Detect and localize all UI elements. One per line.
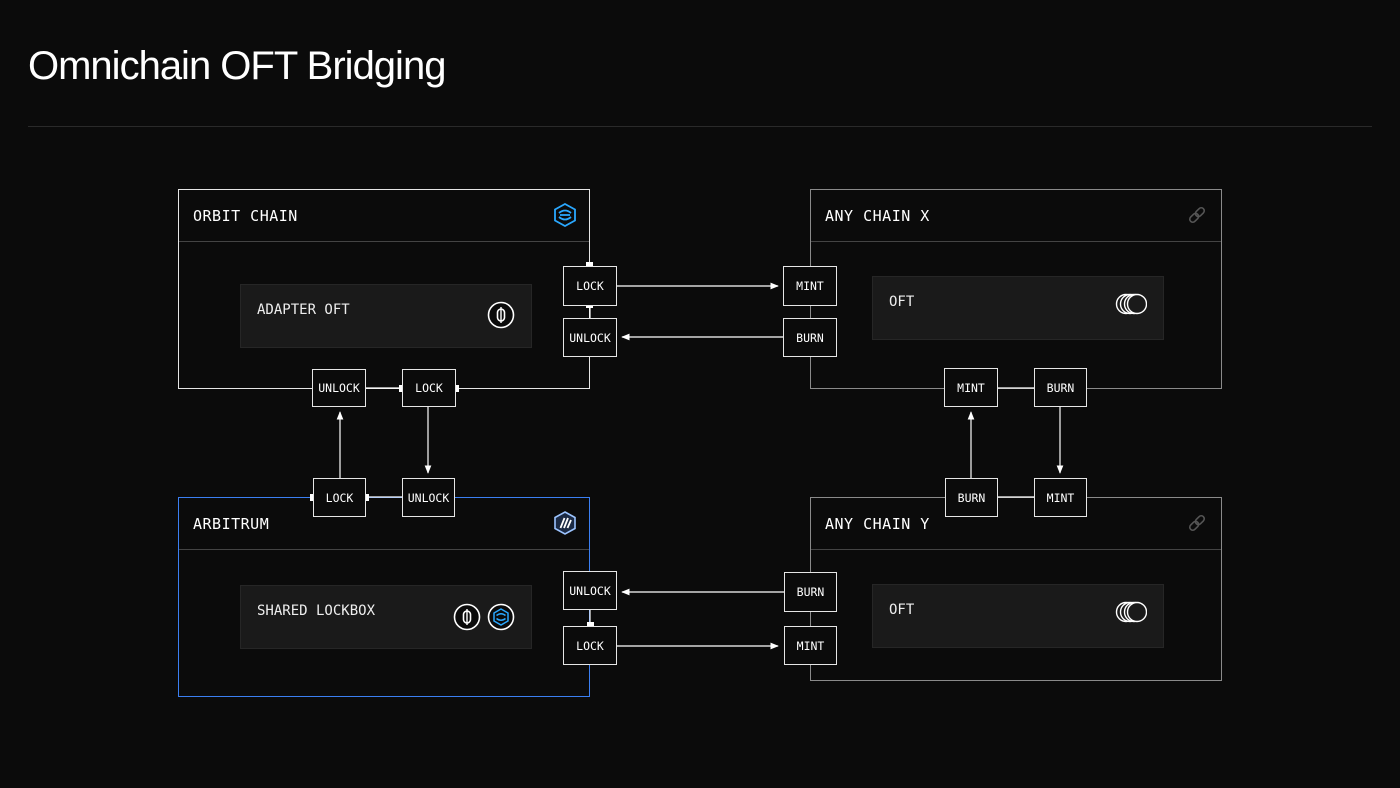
chain-x-mint-box: MINT — [783, 266, 837, 306]
chain-x-oft-label: OFT — [889, 294, 915, 310]
page-title: Omnichain OFT Bridging — [28, 44, 446, 88]
shared-lockbox-card: SHARED LOCKBOX — [240, 585, 532, 649]
chain-y-oft-label: OFT — [889, 602, 915, 618]
any-chain-x-panel: ANY CHAIN X OFT — [810, 189, 1222, 389]
chain-x-bottom-burn-box: BURN — [1034, 368, 1087, 407]
orbit-lock-box: LOCK — [563, 266, 617, 306]
arbitrum-lock-box: LOCK — [563, 626, 617, 665]
any-chain-x-label: ANY CHAIN X — [825, 207, 930, 225]
chain-x-oft-card: OFT — [872, 276, 1164, 340]
oft-token-icon — [487, 301, 515, 329]
any-chain-x-header: ANY CHAIN X — [811, 190, 1221, 242]
link-icon — [1188, 206, 1206, 224]
adapter-oft-label: ADAPTER OFT — [257, 302, 350, 318]
orbit-chain-header: ORBIT CHAIN — [179, 190, 589, 242]
chain-y-burn-box: BURN — [784, 572, 837, 612]
orbit-logo-icon — [554, 203, 576, 227]
title-divider — [28, 126, 1372, 127]
any-chain-y-label: ANY CHAIN Y — [825, 515, 930, 533]
arbitrum-top-unlock-box: UNLOCK — [402, 478, 455, 517]
chain-y-top-mint-box: MINT — [1034, 478, 1087, 517]
arbitrum-header: ARBITRUM — [179, 498, 589, 550]
adapter-oft-card: ADAPTER OFT — [240, 284, 532, 348]
chain-x-bottom-mint-box: MINT — [944, 368, 998, 407]
port-dot — [586, 262, 593, 269]
orbit-token-icon — [487, 603, 515, 631]
any-chain-y-panel: ANY CHAIN Y OFT — [810, 497, 1222, 681]
port-dot — [587, 622, 594, 629]
arbitrum-unlock-box: UNLOCK — [563, 571, 617, 610]
chain-y-top-burn-box: BURN — [945, 478, 998, 517]
shared-lockbox-label: SHARED LOCKBOX — [257, 603, 376, 619]
arbitrum-logo-icon — [554, 511, 576, 535]
arbitrum-panel: ARBITRUM SHARED LOCKBOX — [178, 497, 590, 697]
orbit-chain-label: ORBIT CHAIN — [193, 207, 298, 225]
chain-x-burn-box: BURN — [783, 318, 837, 357]
oft-token-icon — [453, 603, 481, 631]
oft-stack-icon — [1115, 601, 1147, 623]
link-icon — [1188, 514, 1206, 532]
chain-y-oft-card: OFT — [872, 584, 1164, 648]
orbit-chain-panel: ORBIT CHAIN ADAPTER OFT — [178, 189, 590, 389]
arbitrum-top-lock-box: LOCK — [313, 478, 366, 517]
orbit-bottom-lock-box: LOCK — [402, 369, 456, 407]
arbitrum-label: ARBITRUM — [193, 515, 270, 533]
orbit-unlock-box: UNLOCK — [563, 318, 617, 357]
oft-stack-icon — [1115, 293, 1147, 315]
orbit-bottom-unlock-box: UNLOCK — [312, 369, 366, 407]
any-chain-y-header: ANY CHAIN Y — [811, 498, 1221, 550]
chain-y-mint-box: MINT — [784, 626, 837, 665]
